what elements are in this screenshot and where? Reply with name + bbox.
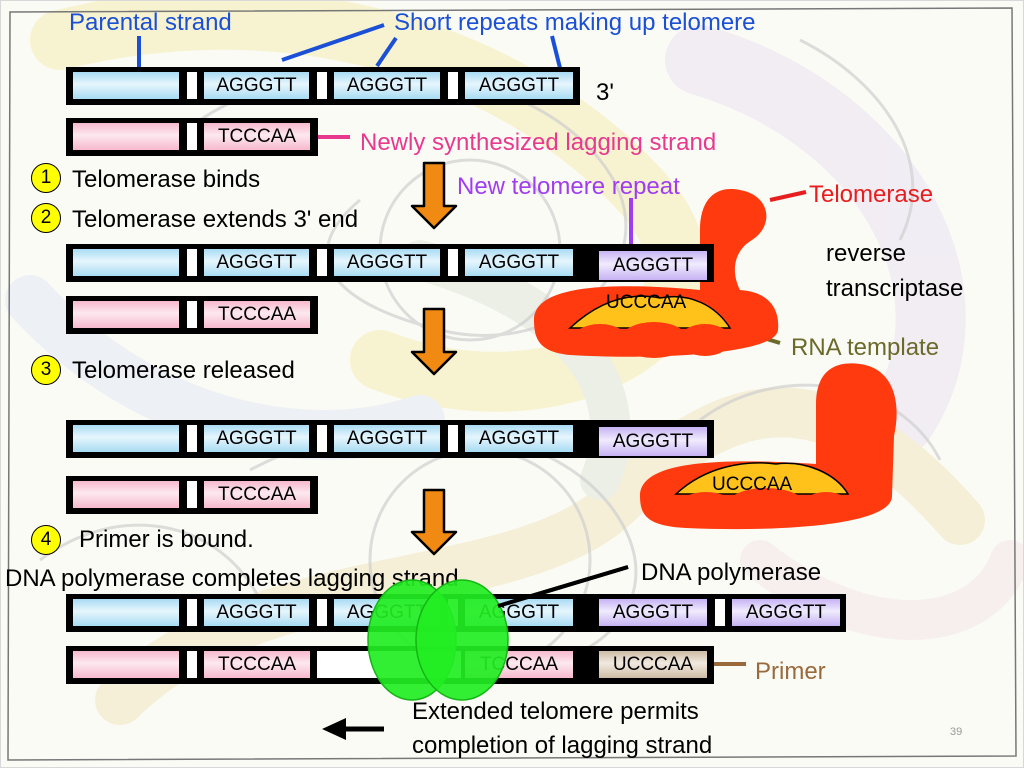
repeat-box: AGGGTT — [333, 248, 441, 277]
repeat-box: AGGGTT — [333, 71, 441, 100]
parental-segment — [72, 71, 180, 100]
gap-marker — [447, 71, 459, 100]
gap-marker — [447, 424, 459, 453]
rna-sequence-1: UCCCAA — [606, 292, 687, 313]
telomerase-enzyme-2 — [640, 363, 897, 530]
gap-marker — [447, 248, 459, 277]
repeat-box: AGGGTT — [333, 424, 441, 453]
step-4-text: Primer is bound. — [79, 526, 254, 553]
complement-box: TCCCAA — [203, 480, 311, 509]
parental-segment — [72, 598, 180, 627]
repeats-leader-line-3 — [550, 35, 562, 69]
transcriptase-label: transcriptase — [826, 275, 964, 302]
step-4-subtext: DNA polymerase completes lagging strand — [5, 565, 459, 592]
repeat-box: AGGGTT — [203, 424, 310, 453]
rna-template-shape — [674, 462, 850, 495]
repeats-leader-line-2 — [375, 36, 398, 68]
step-2-text: Telomerase extends 3' end — [72, 206, 359, 233]
telomerase-label: Telomerase — [809, 181, 934, 208]
gap-marker — [186, 598, 198, 627]
step-3-text: Telomerase released — [72, 357, 295, 384]
gap-marker — [316, 71, 328, 100]
repeat-box: AGGGTT — [464, 424, 574, 453]
new-repeat-box: AGGGTT — [598, 250, 708, 281]
complement-box: TCCCAA — [203, 122, 311, 151]
reverse-label: reverse — [826, 240, 907, 267]
parental-segment — [72, 248, 180, 277]
rna-sequence-2: UCCCAA — [712, 474, 793, 495]
down-arrow-1 — [410, 161, 458, 230]
gap-marker — [186, 300, 198, 329]
repeat-box: AGGGTT — [203, 248, 310, 277]
lagging-segment — [72, 650, 180, 679]
step-badge-3: 3 — [31, 355, 61, 385]
gap-marker — [316, 598, 328, 627]
lagging-segment — [72, 480, 180, 509]
repeat-box: AGGGTT — [464, 71, 574, 100]
gap-marker — [186, 650, 198, 679]
gap-marker — [186, 480, 198, 509]
lagging-segment — [72, 122, 180, 151]
new-repeat-box: AGGGTT — [598, 426, 708, 457]
slide-number: 39 — [950, 726, 963, 738]
repeat-box: AGGGTT — [203, 71, 310, 100]
extended-telomere-line2: completion of lagging strand — [412, 732, 713, 759]
short-repeats-label: Short repeats making up telomere — [394, 9, 756, 36]
step-badge-2: 2 — [31, 203, 61, 233]
new-telomere-repeat-label: New telomere repeat — [457, 173, 680, 200]
rna-template-shape — [568, 295, 732, 329]
step-1-text: Telomerase binds — [72, 166, 261, 193]
extended-telomere-line1: Extended telomere permits — [412, 698, 699, 725]
step-badge-4: 4 — [31, 525, 61, 555]
down-arrow-2 — [410, 307, 458, 376]
repeat-box: AGGGTT — [203, 598, 310, 627]
telomerase-leader-line — [769, 190, 807, 202]
step-badge-1: 1 — [31, 163, 61, 193]
dna-polymerase-label: DNA polymerase — [641, 559, 822, 586]
parental-strand-label: Parental strand — [69, 9, 232, 36]
gap-marker — [714, 598, 726, 627]
primer-label: Primer — [755, 658, 826, 685]
complement-box: TCCCAA — [203, 300, 311, 329]
repeats-leader-line-1 — [281, 23, 385, 62]
complement-box: TCCCAA — [203, 650, 311, 679]
gap-marker — [186, 424, 198, 453]
parental-segment — [72, 424, 180, 453]
repeat-box: AGGGTT — [464, 248, 574, 277]
gap-marker — [186, 122, 198, 151]
lagging-segment — [72, 300, 180, 329]
gap-marker — [316, 248, 328, 277]
new-repeat-box: AGGGTT — [598, 598, 708, 627]
gap-marker — [186, 71, 198, 100]
down-arrow-3 — [410, 488, 458, 556]
dna-polymerase-enzyme — [367, 579, 509, 701]
primer-box: UCCCAA — [598, 650, 708, 679]
gap-marker — [186, 248, 198, 277]
left-arrow — [322, 718, 384, 740]
telomerase-enzyme-1 — [534, 189, 779, 358]
gap-marker — [316, 424, 328, 453]
newly-synthesized-label: Newly synthesized lagging strand — [360, 129, 717, 156]
three-prime-label: 3' — [596, 79, 614, 106]
new-repeat-box: AGGGTT — [731, 598, 841, 627]
rna-template-label: RNA template — [791, 334, 940, 361]
